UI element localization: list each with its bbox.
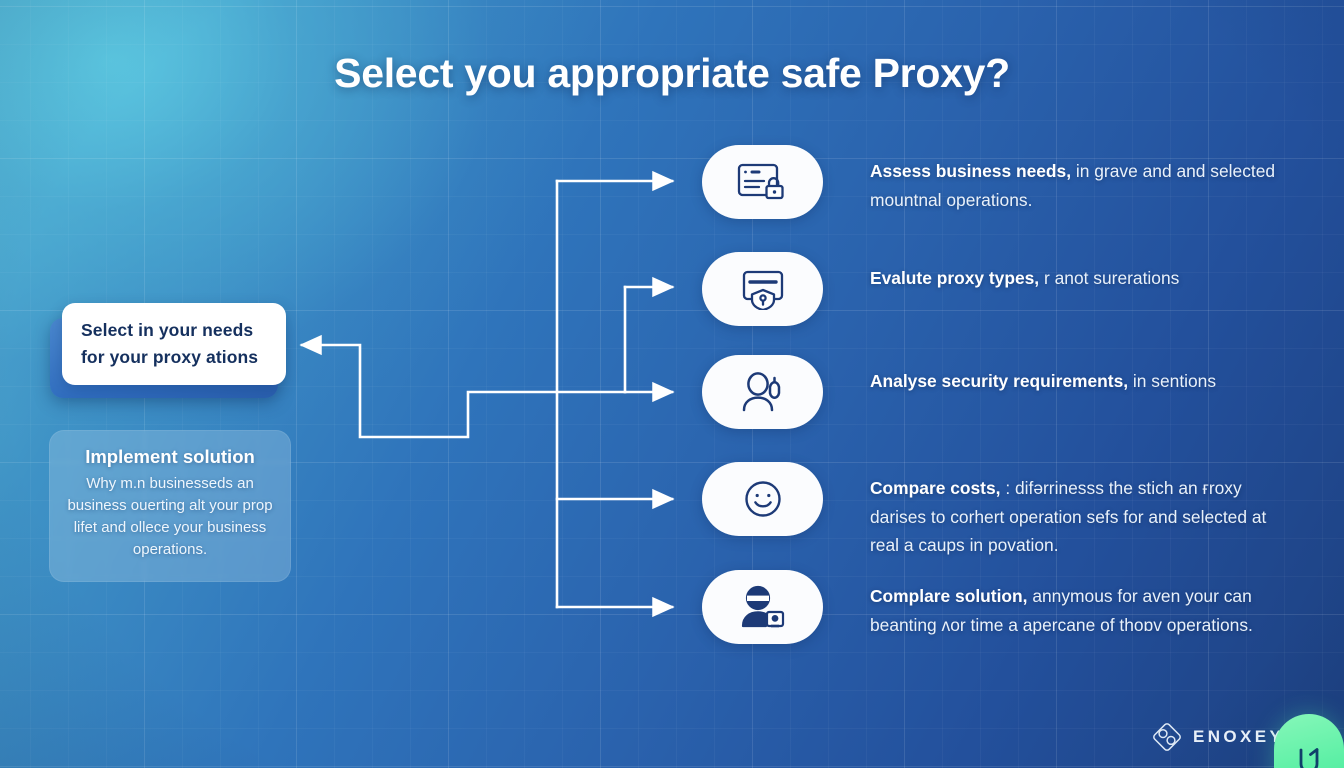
step-5-text: Complare solution, annymous for aven you… — [870, 570, 1300, 639]
primary-card-line-2: for your proxy ations — [81, 347, 259, 367]
step-4-rest: : difərrinesss the stich an ғroxy darise… — [870, 478, 1267, 555]
smiley-face-icon — [744, 481, 781, 517]
step-4-lead: Compare costs, — [870, 478, 1001, 498]
step-1-text: Assess business needs, in grave and and … — [870, 145, 1300, 214]
step-item-5[interactable]: Complare solution, annymous for aven you… — [702, 570, 1300, 644]
diamond-logo-icon — [1153, 723, 1181, 751]
step-item-4[interactable]: Compare costs, : difərrinesss the stich … — [702, 462, 1300, 560]
step-4-icon-pill — [702, 462, 823, 536]
secondary-card-heading: Implement solution — [85, 446, 255, 467]
primary-card-line-1: Select in your needs — [81, 320, 254, 340]
step-3-rest: in sentions — [1128, 371, 1217, 391]
step-3-lead: Analyse security requirements, — [870, 371, 1129, 391]
connector-to-primary-card — [299, 334, 559, 439]
step-1-icon-pill — [702, 145, 823, 219]
step-item-1[interactable]: Assess business needs, in grave and and … — [702, 145, 1300, 219]
step-3-icon-pill — [702, 355, 823, 429]
step-2-icon-pill — [702, 252, 823, 326]
step-2-rest: r anot surerations — [1039, 268, 1180, 288]
page-title: Select you appropriate safe Proxy? — [334, 50, 1010, 96]
step-2-lead: Evalute proxy types, — [870, 268, 1040, 288]
user-profile-icon — [742, 372, 780, 412]
secondary-card-body: Why m.n businesseds an business ouerting… — [67, 475, 273, 558]
step-5-lead: Complare solution, — [870, 586, 1028, 606]
step-3-text: Analyse security requirements, in sentio… — [870, 355, 1216, 396]
step-item-3[interactable]: Analyse security requirements, in sentio… — [702, 355, 1216, 429]
brand-name: ENOXEY — [1193, 727, 1285, 746]
card-shield-icon — [742, 270, 783, 310]
step-2-text: Evalute proxy types, r anot surerations — [870, 252, 1179, 293]
brand-lockup[interactable]: ENOXEY — [1152, 722, 1284, 752]
secondary-card[interactable]: Implement solution Why m.n businesseds a… — [49, 430, 291, 582]
step-item-2[interactable]: Evalute proxy types, r anot surerations — [702, 252, 1179, 326]
step-5-rest: annymous for aven your can beanting ʌor … — [870, 586, 1253, 635]
step-4-text: Compare costs, : difərrinesss the stich … — [870, 462, 1300, 560]
step-1-rest: in grave and and selected mountnal opera… — [870, 161, 1276, 210]
step-5-icon-pill — [702, 570, 823, 644]
document-lock-icon — [737, 163, 784, 200]
agent-badge-icon — [741, 585, 784, 628]
step-1-lead: Assess business needs, — [870, 161, 1072, 181]
primary-card[interactable]: Select in your needs for your proxy atio… — [62, 303, 286, 385]
u-badge-icon — [1299, 748, 1319, 768]
brand-badge[interactable] — [1274, 714, 1344, 768]
